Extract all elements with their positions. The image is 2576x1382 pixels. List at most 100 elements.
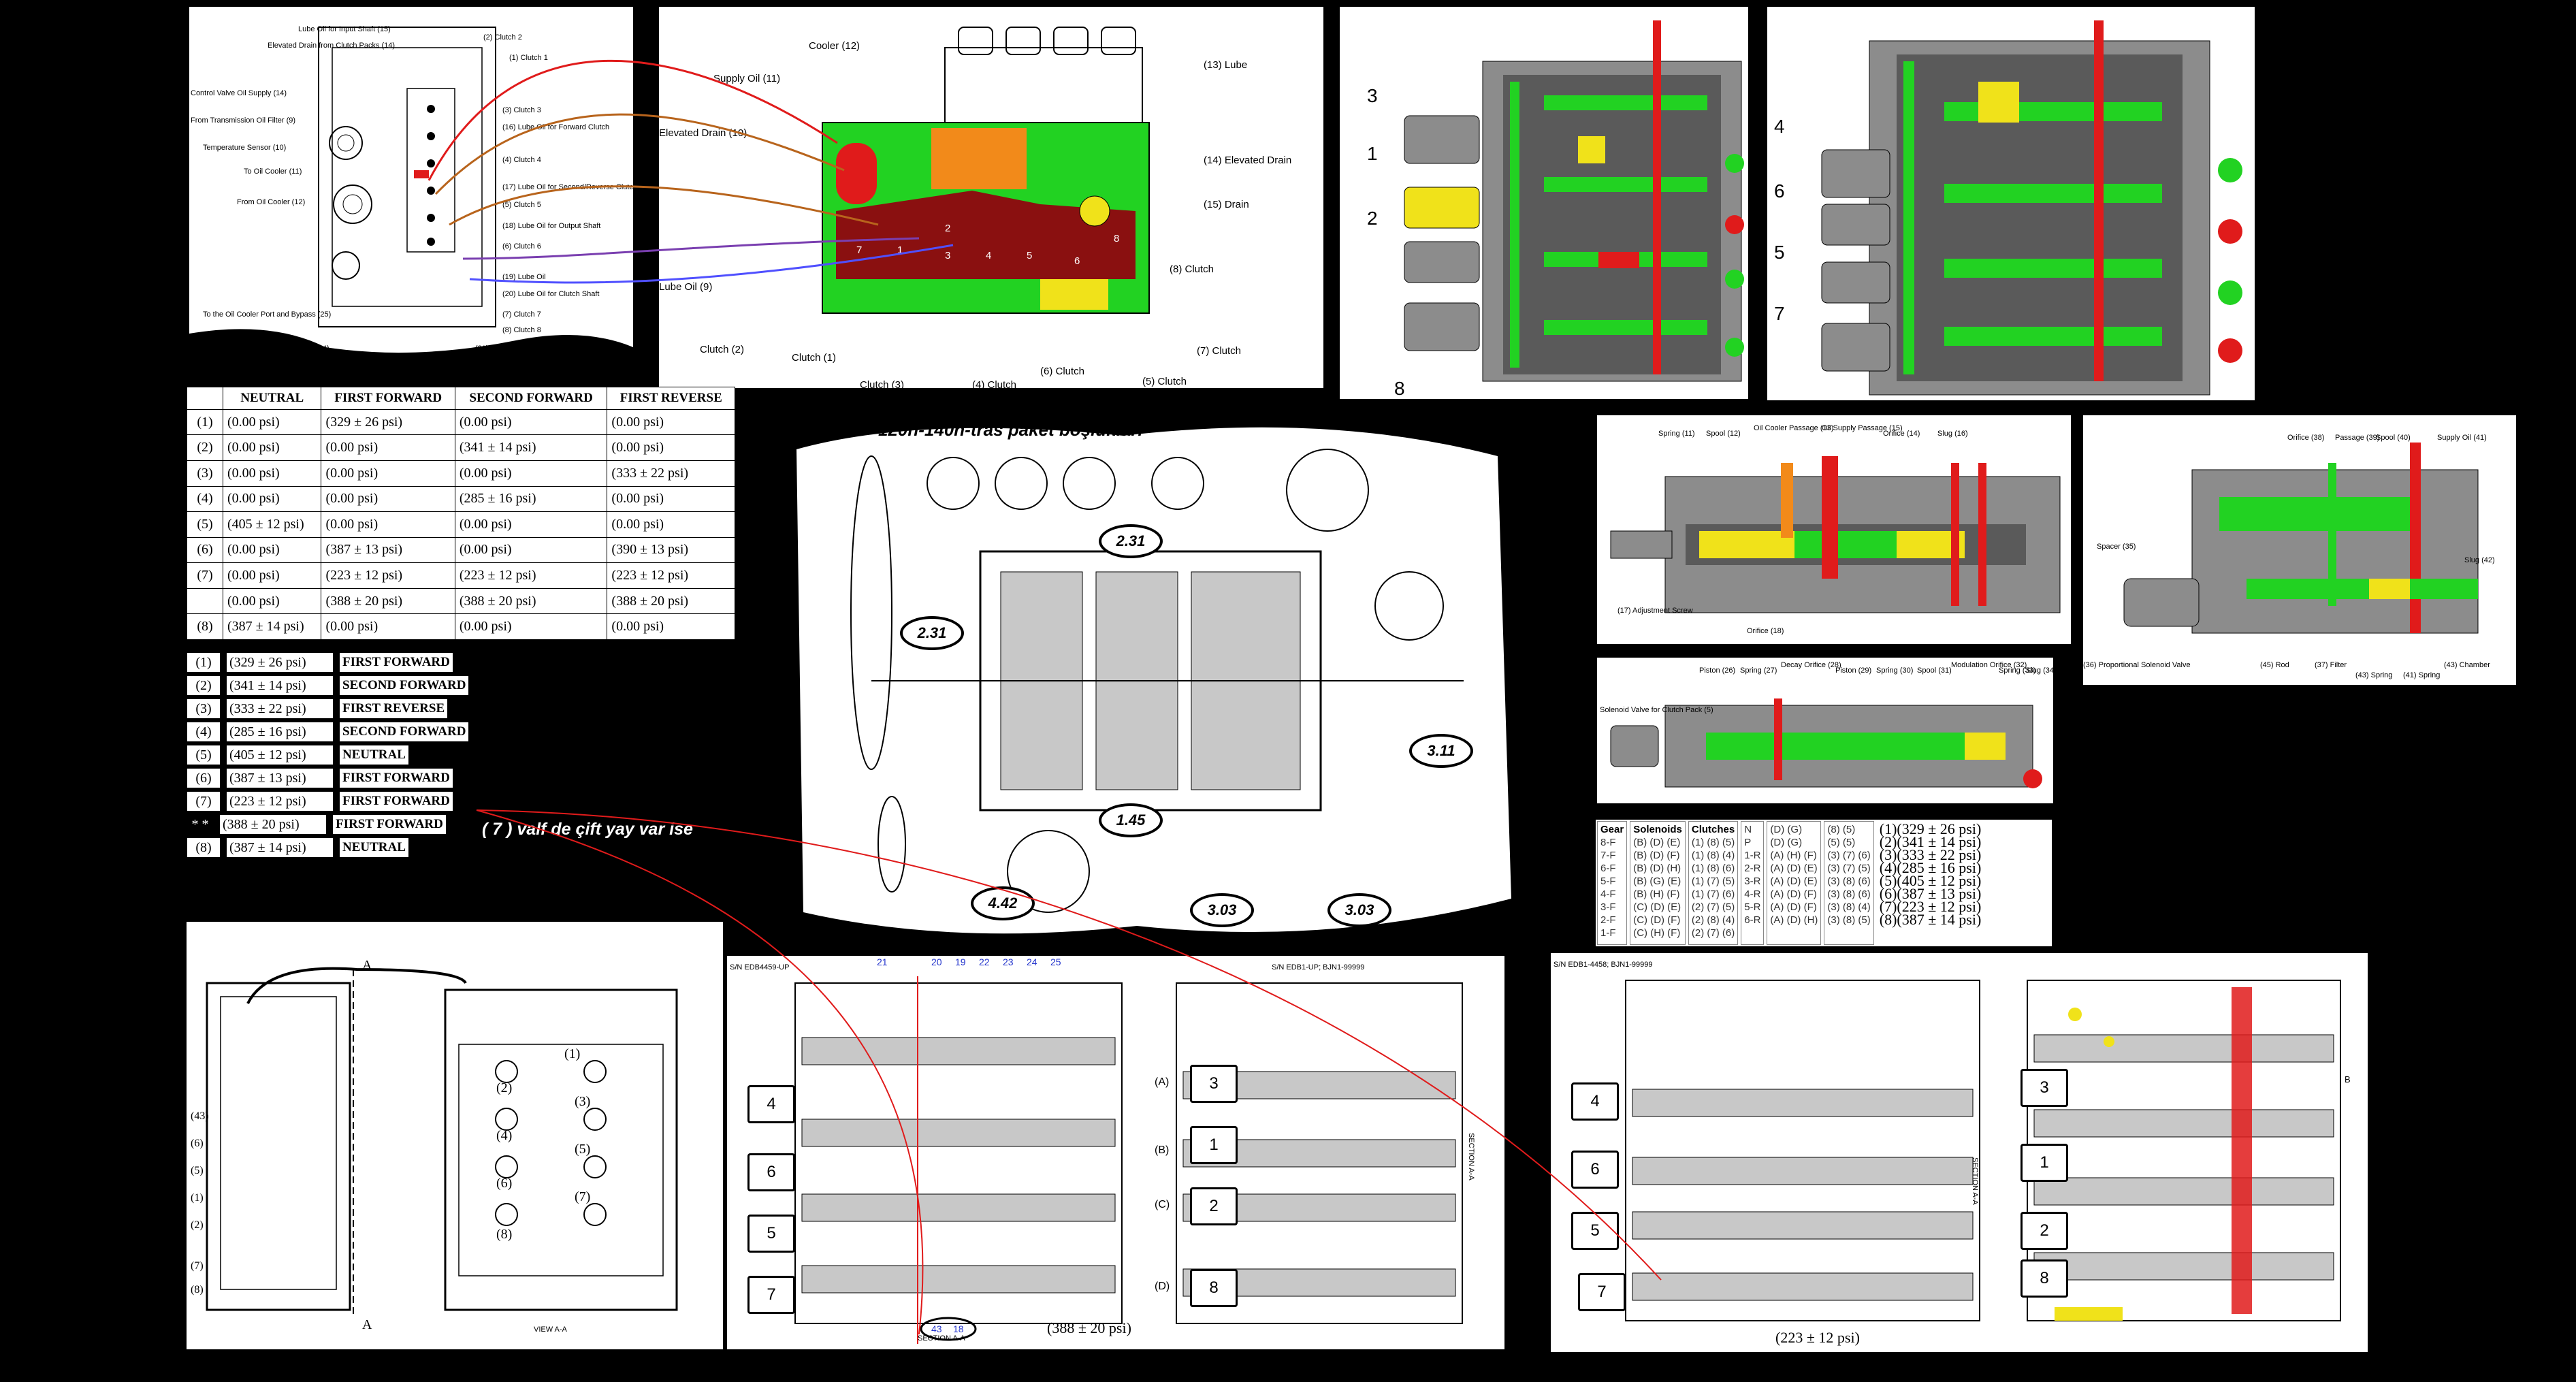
- part-number: 20: [931, 957, 942, 967]
- side-label: (43): [191, 1110, 209, 1122]
- table-row: (7)(0.00 psi)(223 ± 12 psi)(223 ± 12 psi…: [187, 562, 735, 589]
- pressure-summary-list: (1)(329 ± 26 psi)FIRST FORWARD (2)(341 ±…: [187, 651, 479, 859]
- spool-detail-label: Spring (27): [1740, 666, 1777, 675]
- solenoid-2: 2: [1190, 1187, 1238, 1225]
- spool-detail-label: Spacer (35): [2097, 543, 2136, 551]
- section-aa-drawing: S/N EDB4459-UP S/N EDB1-UP; BJN1-99999 2…: [730, 957, 1475, 1344]
- clearance-callout: 3.03: [1327, 893, 1391, 927]
- manifold-label-right: (7) Clutch 7: [502, 310, 541, 319]
- valve-body-label: (6) Clutch: [1040, 366, 1084, 377]
- section-aa-panel: S/N EDB4459-UP S/N EDB1-UP; BJN1-99999 2…: [727, 956, 1504, 1349]
- serial-number: S/N EDB1-UP; BJN1-99999: [1272, 963, 1364, 971]
- manifold-label-left: Control Valve Oil Supply (14): [191, 89, 287, 97]
- solenoid-number: 4: [1774, 116, 1785, 137]
- solenoid-number: 7: [1774, 303, 1785, 324]
- solenoid-7: 7: [1578, 1273, 1626, 1311]
- manifold-label-right: (1) Clutch 1: [509, 54, 548, 62]
- spool-detail-label: Slug (16): [1937, 430, 1968, 438]
- section-right-panel: S/N EDB1-4458; BJN1-99999 SECTION A-A B …: [1551, 953, 2368, 1352]
- table-row: (5)(405 ± 12 psi)(0.00 psi)(0.00 psi)(0.…: [187, 511, 735, 538]
- manifold-label-right: (21) Control Valve Drain: [475, 344, 555, 353]
- spool-detail-label: Decay Orifice (28): [1781, 661, 1841, 669]
- valve-port-number: 8: [1114, 233, 1119, 244]
- valve-port-number: 7: [856, 244, 862, 256]
- solenoid-number: 8: [1394, 378, 1405, 399]
- solenoid-number: 2: [1367, 208, 1378, 229]
- manifold-label-left: From Oil Cooler (12): [237, 198, 305, 206]
- section-marker: B: [2345, 1074, 2351, 1084]
- spool-detail-label: Supply Oil (41): [2437, 434, 2487, 442]
- manifold-label-right: (2) Clutch 2: [483, 33, 522, 42]
- valve-body-label: Clutch (1): [792, 352, 836, 364]
- valve-port-number: 1: [897, 244, 903, 256]
- valve-port-number: 6: [1074, 255, 1080, 267]
- valve-position-number: (7): [575, 1189, 590, 1204]
- spool-detail-label: Piston (26): [1699, 666, 1735, 675]
- side-letter: (C): [1155, 1199, 1170, 1210]
- clearance-callout: 3.11: [1409, 734, 1473, 768]
- valve-position-number: (2): [496, 1080, 512, 1095]
- manifold-label-right: (16) Lube Oil for Forward Clutch: [502, 123, 609, 131]
- table-row: (2)(0.00 psi)(0.00 psi)(341 ± 14 psi)(0.…: [187, 434, 735, 461]
- cross-section-title: 120h-140h-tras paket boşlukları: [878, 419, 1143, 440]
- side-letter: (A): [1155, 1076, 1169, 1088]
- spool-detail-label: (43) Chamber: [2444, 661, 2490, 669]
- circled-part-number: 18: [953, 1323, 964, 1334]
- manifold-label-left: To Lube Oil Relief Valve (23): [291, 360, 386, 368]
- clearance-callout: 1.45: [1099, 803, 1163, 837]
- spool-detail-label: Piston (29): [1835, 666, 1871, 675]
- solenoid-5: 5: [747, 1215, 795, 1253]
- manifold-label-right: (17) Lube Oil for Second/Reverse Clutch: [502, 183, 633, 191]
- valve-body-label: Lube Oil (9): [659, 281, 712, 293]
- spool-detail-label: Oil Supply Passage (15): [1822, 424, 1903, 432]
- valve-body-label: Cooler (12): [809, 40, 860, 52]
- section-caption: SECTION A-A: [1467, 1133, 1475, 1180]
- header-second-forward: SECOND FORWARD: [454, 387, 608, 410]
- header-neutral: NEUTRAL: [222, 387, 322, 410]
- list-item: (3)(333 ± 22 psi)FIRST REVERSE: [187, 697, 479, 720]
- valve-body-label: (7) Clutch: [1197, 345, 1241, 357]
- list-item: * *(388 ± 20 psi)FIRST FORWARD: [187, 813, 479, 836]
- side-label: (5): [191, 1165, 204, 1176]
- solenoid-8: 8: [1190, 1269, 1238, 1307]
- section-caption: SECTION A-A: [1971, 1157, 1979, 1205]
- manifold-label-right: (19) Lube Oil: [502, 273, 546, 281]
- valve-body-label: (13) Lube: [1204, 59, 1247, 71]
- manifold-label-left: To the Oil Cooler Port and Bypass (25): [203, 310, 331, 319]
- solenoid-3: 3: [1190, 1065, 1238, 1103]
- valve-position-number: (6): [496, 1176, 512, 1191]
- spool-detail-3-drawing: Piston (26) Spring (27) Decay Orifice (2…: [1600, 661, 2053, 788]
- valve-position-number: (8): [496, 1227, 512, 1242]
- spool-detail-3-panel: Piston (26) Spring (27) Decay Orifice (2…: [1597, 658, 2053, 803]
- spool-detail-label: Oil Cooler Passage (13): [1754, 424, 1833, 432]
- section-right-drawing: S/N EDB1-4458; BJN1-99999 SECTION A-A B: [1553, 961, 2351, 1321]
- valve-port-number: 3: [945, 250, 950, 261]
- spool-detail-label: Spool (40): [2376, 434, 2411, 442]
- view-caption: VIEW A-A: [534, 1325, 568, 1334]
- pressure-caption: (223 ± 12 psi): [1775, 1329, 1860, 1346]
- solenoid-8: 8: [2020, 1259, 2068, 1298]
- header-first-forward: FIRST FORWARD: [321, 387, 455, 410]
- clutches-column: Clutches (1) (8) (5)(1) (8) (4) (1) (8) …: [1688, 821, 1739, 945]
- spool-detail-label: Spool (12): [1706, 430, 1741, 438]
- spool-detail-label: Slug (42): [2464, 556, 2495, 564]
- solenoid-6: 6: [1571, 1151, 1619, 1189]
- manifold-label-left: Elevated Drain from Clutch Packs (14): [268, 42, 395, 50]
- solenoid-7: 7: [747, 1276, 795, 1314]
- valve-body-label: Clutch (2): [700, 344, 744, 355]
- side-label: (7): [191, 1260, 204, 1272]
- clutches-column-2: (8) (5)(5) (5) (3) (7) (6)(3) (7) (5) (3…: [1824, 821, 1874, 945]
- cross-section-drawing: 120h-140h-tras paket boşlukları: [796, 419, 1511, 934]
- solenoid-5: 5: [1571, 1212, 1619, 1250]
- table-row: (4)(0.00 psi)(0.00 psi)(285 ± 16 psi)(0.…: [187, 485, 735, 513]
- solenoid-4: 4: [747, 1085, 795, 1123]
- spool-detail-label: (17) Adjustment Screw: [1617, 607, 1693, 615]
- valve-port-number: 5: [1027, 250, 1032, 261]
- valve-body-label: Supply Oil (11): [713, 73, 780, 84]
- manifold-label-left: Lube Oil for Input Shaft (15): [298, 25, 391, 33]
- manifold-drawing: Lube Oil for Input Shaft (15) Elevated D…: [189, 25, 633, 368]
- side-label: (2): [191, 1219, 204, 1231]
- manifold-label-right: (8) Clutch 8: [502, 326, 541, 334]
- hydraulic-valve-1-panel: 3 1 2 8: [1340, 7, 1748, 399]
